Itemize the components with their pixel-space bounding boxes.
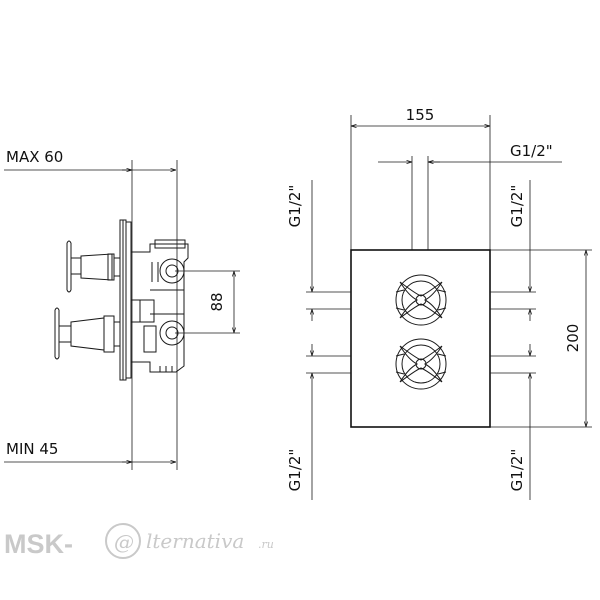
width-label: 155 bbox=[406, 106, 435, 124]
watermark-brand: MSK- bbox=[4, 529, 73, 559]
outlet-spacing-label: 88 bbox=[208, 292, 226, 311]
thread-left-bottom-label: G1/2" bbox=[286, 449, 304, 492]
height-label: 200 bbox=[564, 324, 582, 353]
upper-handle-icon bbox=[395, 274, 447, 326]
thread-left-top-label: G1/2" bbox=[286, 185, 304, 228]
watermark-logo: MSK- @ lternativa .ru bbox=[4, 523, 274, 559]
lower-handle-icon bbox=[395, 338, 447, 390]
thread-top-label: G1/2" bbox=[510, 142, 553, 160]
thread-right-bottom-label: G1/2" bbox=[508, 449, 526, 492]
front-view: 155 G1/2" 200 G1/2" G1/2" bbox=[286, 106, 592, 500]
side-view: MAX 60 MIN 45 88 bbox=[4, 148, 240, 470]
watermark-at-symbol: @ bbox=[114, 530, 134, 554]
max-depth-label: MAX 60 bbox=[6, 148, 63, 166]
min-depth-label: MIN 45 bbox=[6, 440, 58, 458]
watermark-suffix: .ru bbox=[258, 538, 274, 551]
thread-right-top-label: G1/2" bbox=[508, 185, 526, 228]
watermark-script: lternativa bbox=[146, 529, 244, 553]
